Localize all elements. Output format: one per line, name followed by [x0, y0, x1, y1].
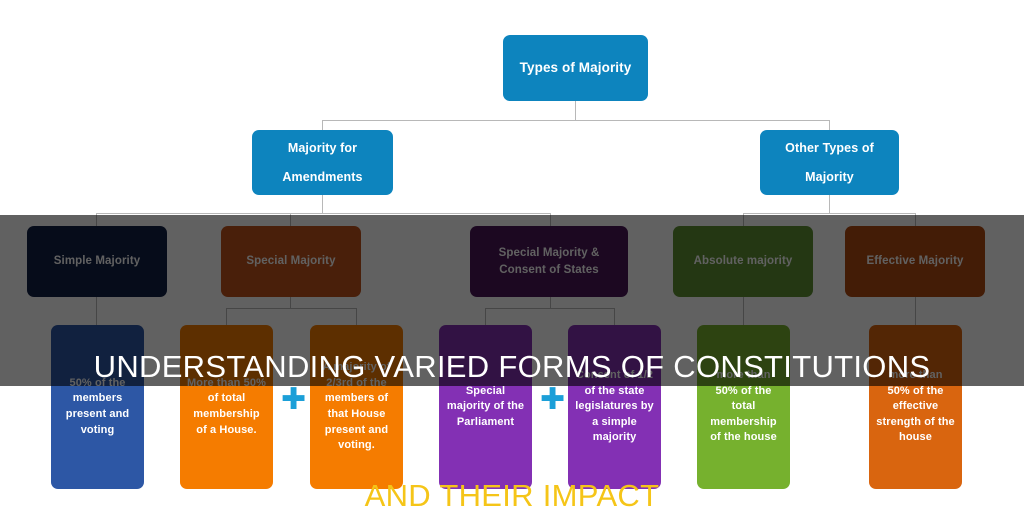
node-label-line1: Majority for: [287, 141, 358, 156]
plus-icon-special-majority: ✚: [281, 385, 306, 415]
connector-level3-left-bus: [96, 213, 550, 214]
detail-text: Special majority of the Parliament: [446, 384, 525, 428]
plus-glyph: ✚: [540, 382, 566, 417]
caption-line-1: UNDERSTANDING VARIED FORMS OF CONSTITUTI…: [93, 349, 931, 384]
caption-text: UNDERSTANDING VARIED FORMS OF CONSTITUTI…: [0, 259, 1024, 517]
connector-special-down: [290, 213, 291, 226]
node-label-line2: Majority: [805, 169, 854, 184]
node-label-line2: Amendments: [282, 169, 363, 184]
node-label: Types of Majority: [519, 60, 632, 76]
node-other-types-of-majority[interactable]: Other Types of Majority: [760, 130, 899, 195]
connector-level2-right-down: [829, 120, 830, 133]
connector-absolute-down: [743, 213, 744, 226]
connector-level2-left-down: [322, 120, 323, 133]
connector-effective-down: [915, 213, 916, 226]
connector-other-down: [829, 193, 830, 214]
connector-simple-down: [96, 213, 97, 226]
connector-root-down: [575, 100, 576, 121]
node-types-of-majority[interactable]: Types of Majority: [503, 35, 648, 101]
connector-level2-bus: [322, 120, 829, 121]
plus-glyph: ✚: [281, 382, 307, 417]
connector-specialconsent-down: [550, 213, 551, 226]
connector-amend-down: [322, 193, 323, 214]
connector-level3-right-bus: [743, 213, 915, 214]
node-label-line1: Other Types of: [785, 141, 874, 156]
plus-icon-special-consent: ✚: [540, 385, 565, 415]
caption-line-2: AND THEIR IMPACT: [364, 478, 660, 513]
node-majority-for-amendments[interactable]: Majority for Amendments: [252, 130, 393, 195]
